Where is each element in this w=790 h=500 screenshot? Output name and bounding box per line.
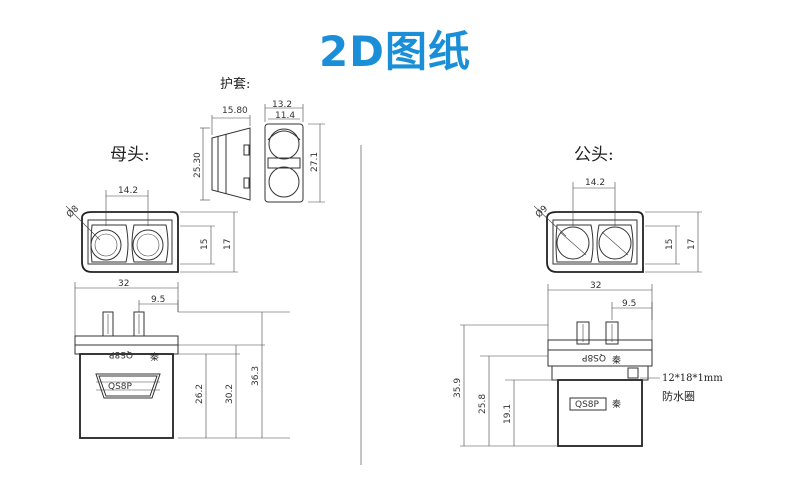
jacket-width-dim: 15.80 — [222, 106, 248, 116]
female-width-dim: 32 — [118, 279, 129, 289]
male-v3-dim: 19.1 — [503, 404, 513, 424]
female-dia-dim: Ø8 — [64, 203, 81, 220]
waterproof-label: 防水圈 — [662, 390, 695, 403]
female-logo-text: QS8P — [108, 382, 133, 392]
gasket-size-label: 12*18*1mm — [662, 373, 723, 384]
jacket-front-width-1: 13.2 — [272, 100, 292, 110]
male-label: 公头: — [574, 145, 614, 165]
male-front-view — [533, 182, 702, 273]
male-pitch-dim: 14.2 — [585, 178, 605, 188]
jacket-front-width-2: 11.4 — [275, 111, 295, 121]
male-brand: QS8P — [581, 352, 606, 362]
male-v2-dim: 25.8 — [478, 394, 488, 414]
female-pitch-dim: 14.2 — [118, 186, 138, 196]
male-width-dim: 32 — [590, 281, 601, 291]
jacket-label: 护套: — [220, 77, 251, 92]
female-h2-dim: 17 — [223, 239, 233, 250]
female-front-view — [65, 190, 238, 273]
male-logo-text: QS8P — [575, 400, 600, 410]
male-v1-dim: 35.9 — [453, 378, 463, 398]
male-h1-dim: 15 — [665, 239, 675, 250]
female-h1-dim: 15 — [200, 239, 210, 250]
female-side-view — [74, 282, 290, 439]
male-pin-dim: 9.5 — [622, 299, 636, 309]
female-v3-dim: 36.3 — [251, 366, 261, 386]
male-h2-dim: 17 — [687, 239, 697, 250]
jacket-front-height-dim: 27.1 — [310, 152, 320, 172]
female-brand: QS8P — [108, 349, 133, 359]
male-logo-mark: 秦 — [612, 398, 621, 410]
jacket-front-view — [264, 104, 325, 203]
female-mark: 秦 — [150, 351, 159, 363]
female-v2-dim: 30.2 — [225, 384, 235, 404]
female-pin-dim: 9.5 — [151, 295, 165, 305]
male-mark: 秦 — [612, 354, 621, 366]
jacket-side-view — [200, 115, 251, 201]
jacket-height-dim: 25.30 — [193, 152, 203, 178]
page-title: 2D图纸 — [318, 27, 472, 76]
female-label: 母头: — [110, 145, 150, 165]
male-side-view — [460, 284, 660, 447]
female-v1-dim: 26.2 — [195, 384, 205, 404]
